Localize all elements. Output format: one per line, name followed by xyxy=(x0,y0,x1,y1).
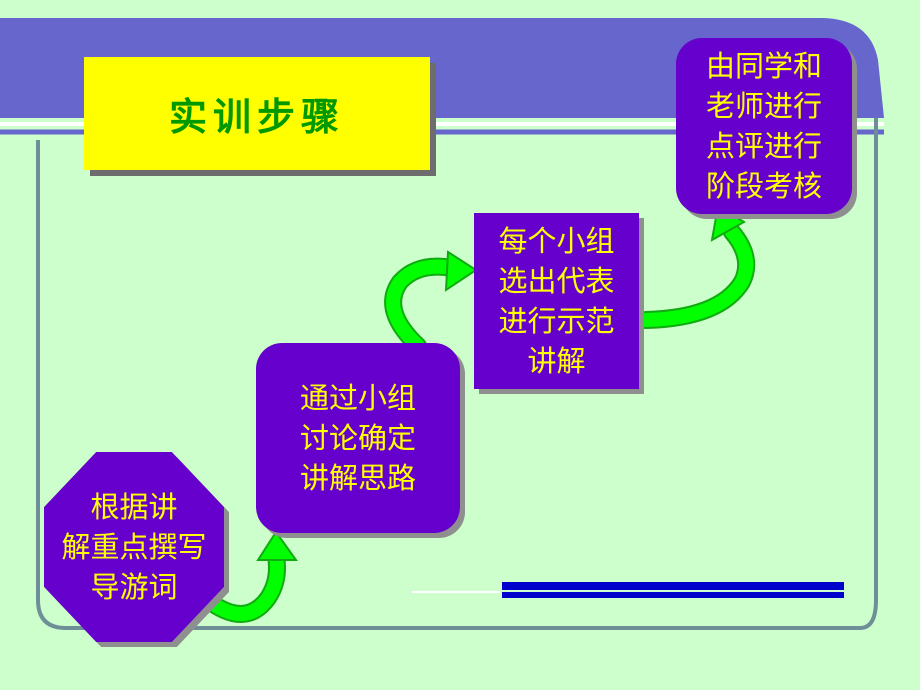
step-4-line-4: 阶段考核 xyxy=(705,169,822,203)
accent-bar xyxy=(502,582,844,590)
page-title: 实训步骤 xyxy=(168,94,345,139)
step-2-line-3: 讲解思路 xyxy=(299,461,416,495)
step-3-line-1: 每个小组 xyxy=(498,224,615,258)
step-3-line-3: 进行示范 xyxy=(498,304,615,338)
step-3-box: 每个小组 选出代表 进行示范 讲解 xyxy=(474,213,639,389)
title-box: 实训步骤 xyxy=(84,57,430,170)
step-4-line-1: 由同学和 xyxy=(705,49,822,83)
step-3-line-4: 讲解 xyxy=(527,344,586,378)
step-3-line-2: 选出代表 xyxy=(498,264,615,298)
arrow-1-to-2 xyxy=(196,530,298,623)
accent-bar-2 xyxy=(502,592,844,598)
arrow-3-to-4 xyxy=(637,204,756,329)
step-1-line-3: 导游词 xyxy=(90,570,178,604)
step-4-line-3: 点评进行 xyxy=(705,129,822,163)
content-frame xyxy=(36,118,878,630)
step-2-line-1: 通过小组 xyxy=(299,381,416,415)
step-4-box: 由同学和 老师进行 点评进行 阶段考核 xyxy=(676,38,852,214)
step-2-box: 通过小组 讨论确定 讲解思路 xyxy=(256,343,460,533)
arrow-2-to-3 xyxy=(384,250,478,355)
step-2-line-2: 讨论确定 xyxy=(299,421,416,455)
step-1-octagon: 根据讲 解重点撰写 导游词 xyxy=(44,452,224,642)
step-4-line-2: 老师进行 xyxy=(705,89,822,123)
step-1-line-1: 根据讲 xyxy=(90,490,178,524)
step-1-line-2: 解重点撰写 xyxy=(61,530,207,564)
